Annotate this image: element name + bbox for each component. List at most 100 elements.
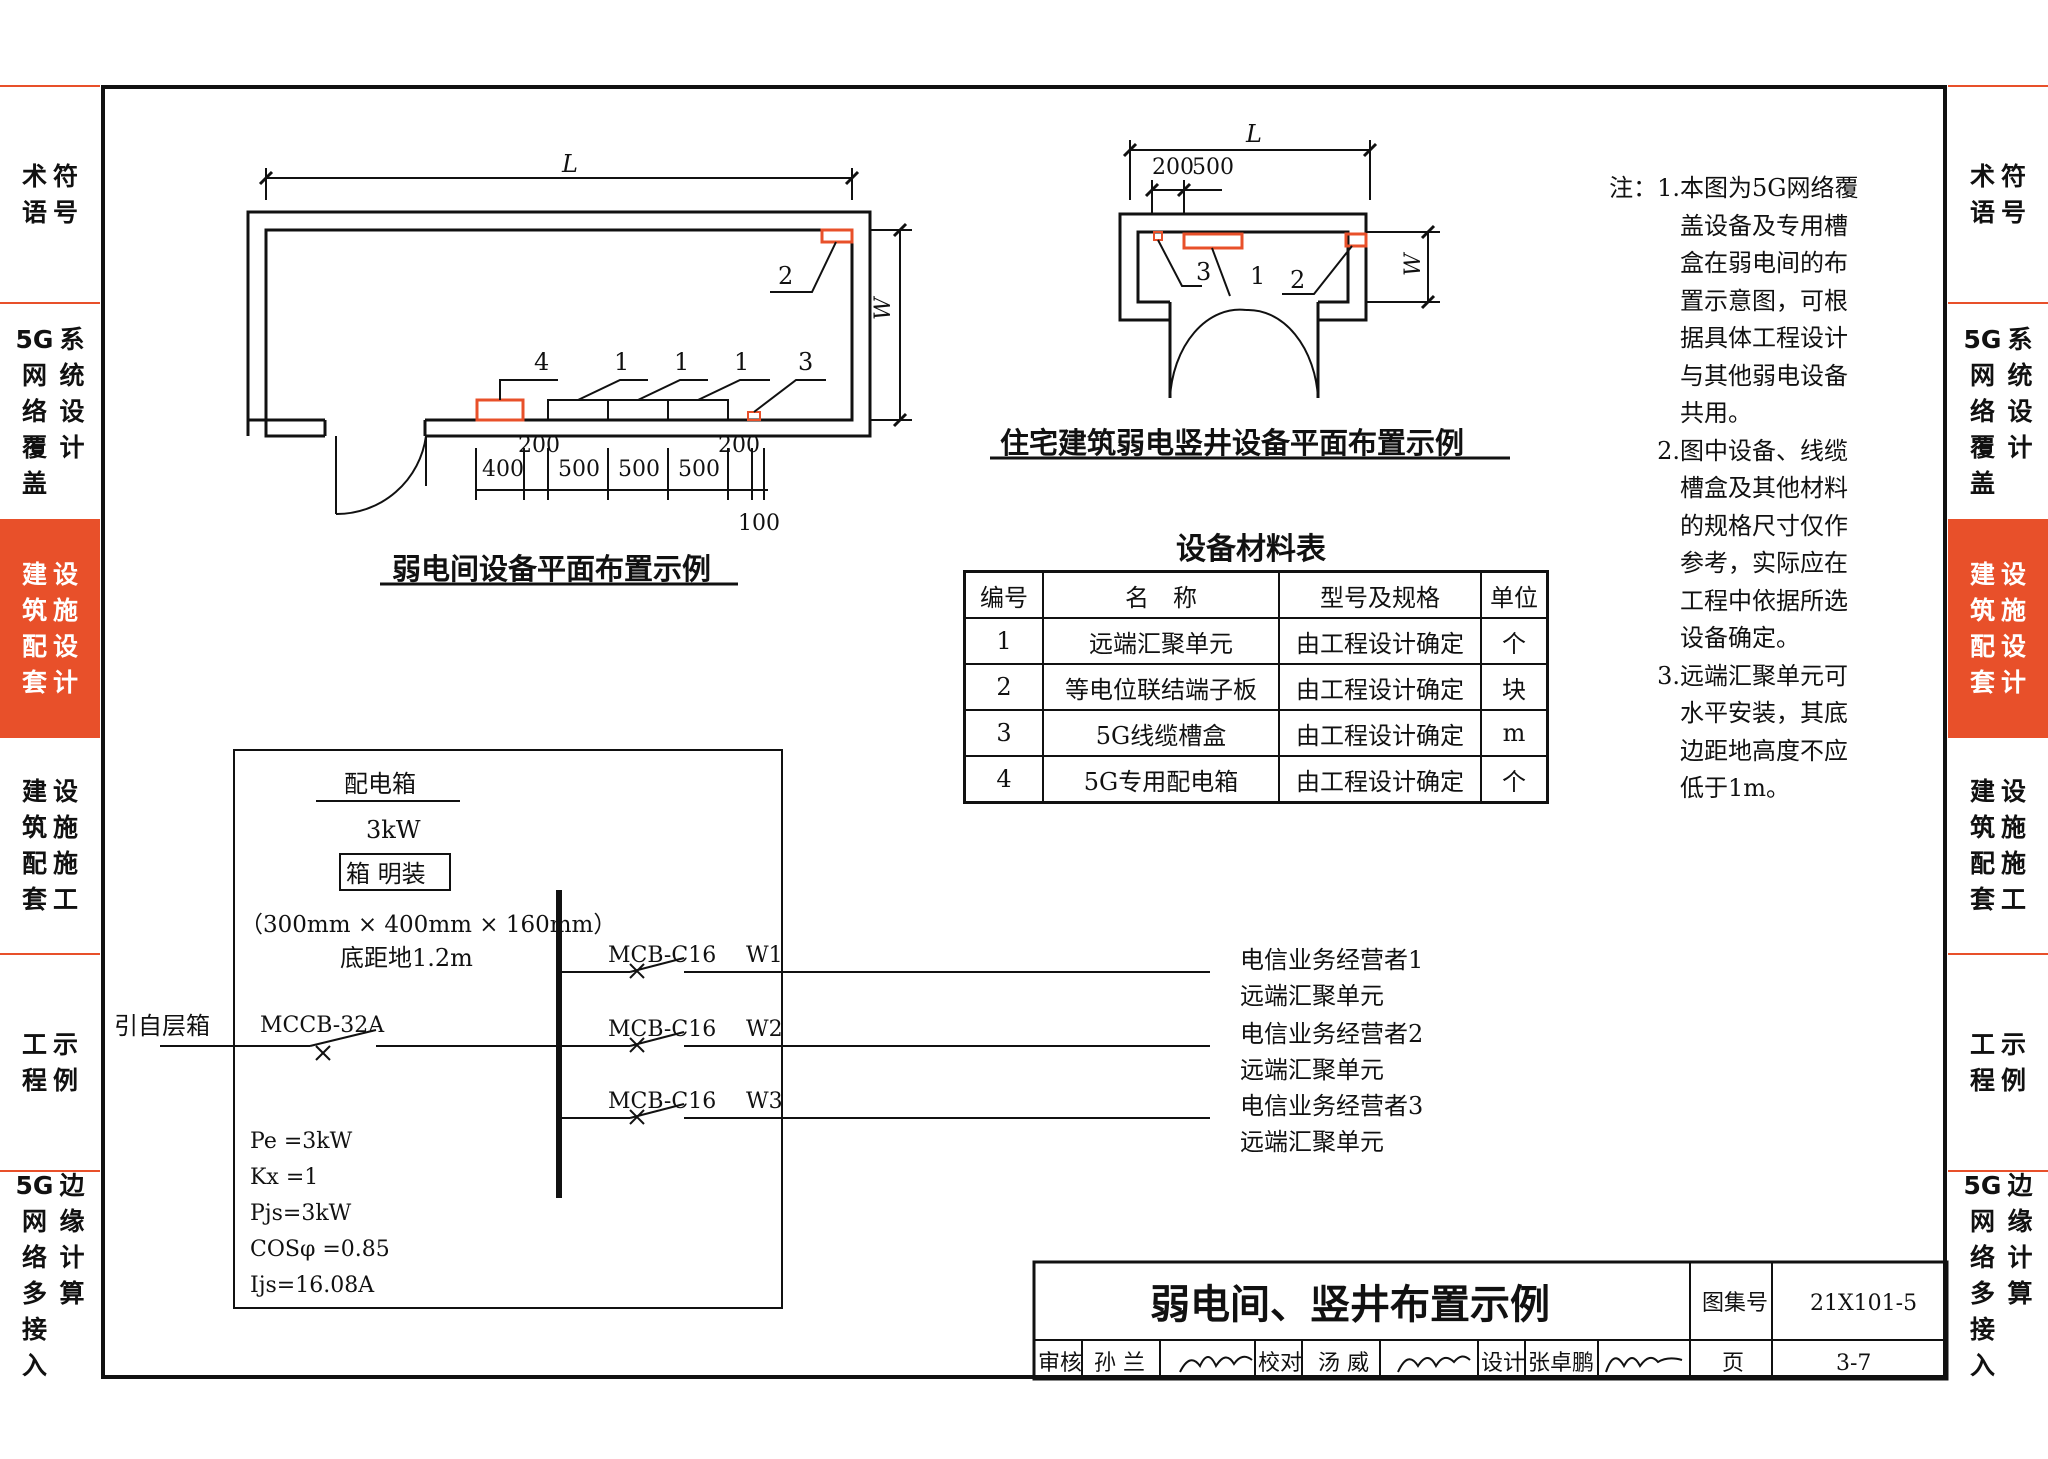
box-height: 底距地1.2m bbox=[340, 944, 473, 972]
note-text: 盒在弱电间的布 bbox=[1680, 249, 1848, 277]
circuit-1-id: W1 bbox=[746, 943, 783, 968]
note-text: 槽盒及其他材料 bbox=[1680, 474, 1848, 502]
side-tab-text: 系统设计 bbox=[59, 324, 85, 462]
side-tab-text: 设施施工 bbox=[53, 776, 79, 914]
col-header-spec: 型号及规格 bbox=[1278, 570, 1482, 619]
reviewer-name: 孙 兰 bbox=[1094, 1351, 1145, 1376]
note-text: 远端汇聚单元可 bbox=[1680, 661, 1848, 690]
note-line: 边距地高度不应 bbox=[1600, 733, 1940, 771]
side-tab-4[interactable]: 设施施工建筑配套 bbox=[1948, 736, 2048, 953]
atlas-number: 21X101-5 bbox=[1810, 1291, 1917, 1316]
table-cell: 2 bbox=[963, 663, 1044, 711]
note-line: 共用。 bbox=[1600, 395, 1940, 433]
param-pe: Pe =3kW bbox=[250, 1129, 353, 1154]
table-cell: 4 bbox=[963, 755, 1044, 804]
side-tab-text: 边缘计算 bbox=[2007, 1170, 2033, 1308]
side-tab-text: 建筑配套 bbox=[1969, 776, 1995, 914]
side-tab-5[interactable]: 示例工程 bbox=[0, 953, 100, 1170]
room-plan bbox=[246, 168, 912, 516]
box-source: 引自层箱 bbox=[114, 1012, 210, 1040]
drawing-frame bbox=[101, 85, 1947, 1379]
note-text: 的规格尺寸仅作 bbox=[1680, 511, 1848, 540]
note-text: 置示意图，可根 bbox=[1680, 286, 1848, 315]
box-install: 箱 明装 bbox=[346, 860, 426, 888]
side-tab-1[interactable]: 符号术语 bbox=[1948, 85, 2048, 302]
side-tab-5[interactable]: 示例工程 bbox=[1948, 953, 2048, 1170]
side-tab-text: 符号 bbox=[2001, 161, 2027, 227]
side-tab-text: 示例 bbox=[2001, 1029, 2027, 1095]
room-dim-500c: 500 bbox=[678, 457, 720, 482]
table-cell: 个 bbox=[1480, 617, 1549, 665]
table-cell: 由工程设计确定 bbox=[1278, 663, 1482, 711]
circuit-2-target2: 远端汇聚单元 bbox=[1240, 1056, 1384, 1084]
room-plan-labels: L W 2 4 1 1 1 3 400 200 500 500 500 200 … bbox=[482, 150, 896, 536]
check-label: 校对 bbox=[1258, 1351, 1302, 1376]
note-text: 水平安装，其底 bbox=[1680, 699, 1848, 727]
note-line: 2.图中设备、线缆 bbox=[1600, 433, 1940, 471]
note-line: 水平安装，其底 bbox=[1600, 695, 1940, 733]
shaft-label-3: 3 bbox=[1196, 258, 1211, 286]
side-tab-3[interactable]: 设施设计建筑配套 bbox=[0, 519, 100, 736]
side-tab-text: 符号 bbox=[53, 161, 79, 227]
table-cell: 5G线缆槽盒 bbox=[1042, 709, 1280, 757]
side-tab-text: 边缘计算 bbox=[59, 1170, 85, 1308]
table-cell: 由工程设计确定 bbox=[1278, 709, 1482, 757]
room-label-1b: 1 bbox=[674, 348, 689, 376]
table-cell: 个 bbox=[1480, 755, 1549, 804]
side-tab-1[interactable]: 符号术语 bbox=[0, 85, 100, 302]
side-tab-3[interactable]: 设施设计建筑配套 bbox=[1948, 519, 2048, 736]
circuit-2-breaker: MCB-C16 bbox=[608, 1017, 716, 1042]
circuit-3-target2: 远端汇聚单元 bbox=[1240, 1128, 1384, 1156]
room-dim-W: W bbox=[871, 295, 896, 320]
shaft-plan-labels: L 200 500 W 3 1 2 bbox=[1152, 120, 1426, 294]
note-text: 低于1m。 bbox=[1680, 774, 1791, 802]
circuit-1-target1: 电信业务经营者1 bbox=[1240, 946, 1423, 974]
shaft-label-2: 2 bbox=[1290, 266, 1305, 294]
note-text: 图中设备、线缆 bbox=[1680, 436, 1848, 465]
shaft-plan-caption: 住宅建筑弱电竖井设备平面布置示例 bbox=[1000, 426, 1465, 460]
title-block-text: 弱电间、竖井布置示例 图集号 21X101-5 审核 孙 兰 校对 汤 威 设计… bbox=[1038, 1282, 1917, 1376]
table-cell: 块 bbox=[1480, 663, 1549, 711]
note-line: 据具体工程设计 bbox=[1600, 320, 1940, 358]
room-dim-500b: 500 bbox=[618, 457, 660, 482]
side-tab-text: 示例 bbox=[53, 1029, 79, 1095]
side-tab-4[interactable]: 设施施工建筑配套 bbox=[0, 736, 100, 953]
room-label-1a: 1 bbox=[614, 348, 629, 376]
room-label-2: 2 bbox=[778, 262, 793, 290]
atlas-label: 图集号 bbox=[1702, 1291, 1768, 1316]
main-breaker-label: MCCB-32A bbox=[260, 1013, 385, 1038]
side-tab-text: 系统设计 bbox=[2007, 324, 2033, 462]
room-dim-200b: 200 bbox=[718, 433, 760, 458]
distribution-diagram bbox=[160, 749, 1210, 1309]
circuit-2-target1: 电信业务经营者2 bbox=[1240, 1020, 1423, 1048]
table-cell: 由工程设计确定 bbox=[1278, 755, 1482, 804]
room-plan-caption: 弱电间设备平面布置示例 bbox=[392, 552, 712, 586]
shaft-dim-L: L bbox=[1245, 120, 1262, 148]
side-tab-text: 设施施工 bbox=[2001, 776, 2027, 914]
param-ijs: Ijs=16.08A bbox=[250, 1273, 375, 1298]
table-cell: 等电位联结端子板 bbox=[1042, 663, 1280, 711]
side-tab-text: 设施设计 bbox=[53, 559, 79, 697]
side-tab-text: 建筑配套 bbox=[21, 559, 47, 697]
note-number: 2. bbox=[1657, 436, 1680, 465]
note-line: 与其他弱电设备 bbox=[1600, 358, 1940, 396]
circuit-1-target2: 远端汇聚单元 bbox=[1240, 982, 1384, 1010]
title-block bbox=[1032, 1260, 1949, 1381]
note-line: 盖设备及专用槽 bbox=[1600, 208, 1940, 246]
note-line: 工程中依据所选 bbox=[1600, 583, 1940, 621]
shaft-dim-200: 200 bbox=[1152, 155, 1194, 180]
note-text: 边距地高度不应 bbox=[1680, 736, 1848, 765]
designer-name: 张卓鹏 bbox=[1528, 1351, 1594, 1376]
param-kx: Kx =1 bbox=[250, 1165, 318, 1190]
col-header-name: 名 称 bbox=[1042, 570, 1280, 619]
shaft-dim-W: W bbox=[1401, 251, 1426, 276]
notes-panel: 注：1.本图为5G网络覆盖设备及专用槽盒在弱电间的布置示意图，可根据具体工程设计… bbox=[1600, 170, 1940, 808]
